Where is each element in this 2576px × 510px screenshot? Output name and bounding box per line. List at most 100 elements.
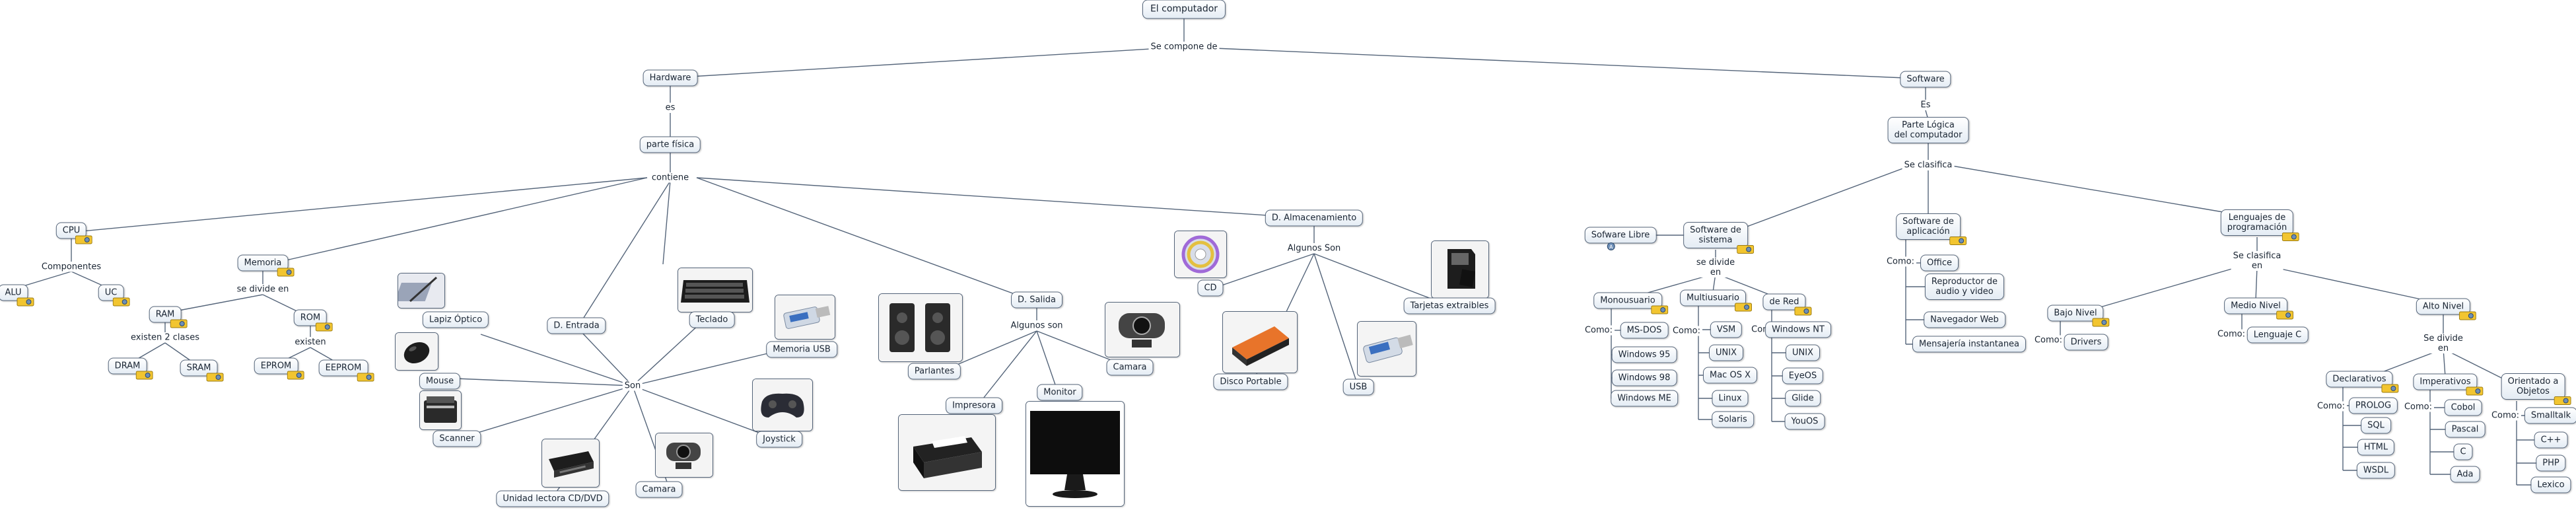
impresora-concept[interactable]: Impresora xyxy=(946,397,1002,414)
medio-nivel-concept[interactable]: Medio Nivel xyxy=(2224,297,2293,320)
reproductor-concept[interactable]: Reproductor de audio y video xyxy=(1924,273,2005,300)
usb-concept[interactable]: USB xyxy=(1342,379,1374,396)
cpp-concept[interactable]: C++ xyxy=(2534,431,2568,449)
connector-line xyxy=(1715,273,1777,298)
lenguajes-concept[interactable]: Lenguajes de programación xyxy=(2220,209,2300,241)
connector-line xyxy=(1947,164,2239,215)
ada-concept[interactable]: Ada xyxy=(2450,466,2480,483)
linux-concept[interactable]: Linux xyxy=(1712,390,1749,407)
vsm-concept[interactable]: VSM xyxy=(1710,321,1743,338)
mouse-concept[interactable]: Mouse xyxy=(419,373,461,390)
eprom-concept[interactable]: EPROM xyxy=(254,357,304,380)
svg-text:A: A xyxy=(1609,244,1613,250)
memoria-usb-concept[interactable]: Memoria USB xyxy=(766,341,837,358)
alto-nivel-concept[interactable]: Alto Nivel xyxy=(2416,298,2477,320)
parte-fisica-concept[interactable]: parte física xyxy=(639,136,701,153)
sram-concept[interactable]: SRAM xyxy=(180,359,224,382)
eeprom-concept[interactable]: EEPROM xyxy=(318,359,374,382)
d-salida-concept[interactable]: D. Salida xyxy=(1011,291,1062,309)
office-concept[interactable]: Office xyxy=(1920,254,1959,272)
camara-input-concept[interactable]: Camara xyxy=(635,481,683,498)
pascal-concept[interactable]: Pascal xyxy=(2445,421,2486,438)
mensajeria-concept[interactable]: Mensajería instantanea xyxy=(1912,336,2027,353)
smalltalk-concept[interactable]: Smalltalk xyxy=(2524,407,2576,424)
connector-line xyxy=(2255,266,2258,301)
link-phrase-componentes: Componentes xyxy=(39,262,104,272)
prolog-concept[interactable]: PROLOG xyxy=(2348,397,2398,414)
orientado-objetos-concept[interactable]: Orientado a Objetos xyxy=(2501,373,2571,405)
solaris-concept[interactable]: Solaris xyxy=(1712,411,1754,428)
link-phrase-se-compone-de: Se compone de xyxy=(1148,42,1220,52)
rom-concept[interactable]: ROM xyxy=(293,309,333,332)
teclado-concept[interactable]: Teclado xyxy=(689,311,735,328)
de-red-concept[interactable]: de Red xyxy=(1762,293,1812,316)
root-concept[interactable]: El computador xyxy=(1142,0,1226,19)
cpu-concept[interactable]: CPU xyxy=(55,222,93,244)
wsdl-concept[interactable]: WSDL xyxy=(2356,462,2396,479)
software-concept[interactable]: Software xyxy=(1900,71,1951,88)
printer-image xyxy=(898,414,996,491)
lexico-concept[interactable]: Lexico xyxy=(2530,476,2571,493)
scanner-concept[interactable]: Scanner xyxy=(433,430,481,447)
multiusuario-concept[interactable]: Multiusuario xyxy=(1680,289,1752,312)
windows-me-concept[interactable]: Windows ME xyxy=(1611,390,1678,407)
parte-logica-concept[interactable]: Parte Lógica del computador xyxy=(1887,117,1969,143)
html-concept[interactable]: HTML xyxy=(2357,439,2395,456)
alu-concept[interactable]: ALU xyxy=(0,284,34,307)
cd-drive-image xyxy=(541,439,600,488)
camara-output-concept[interactable]: Camara xyxy=(1106,359,1154,376)
uc-concept[interactable]: UC xyxy=(98,284,130,307)
joystick-concept[interactable]: Joystick xyxy=(756,431,802,448)
cd-concept[interactable]: CD xyxy=(1197,279,1224,297)
connector-line xyxy=(277,177,648,263)
windows-98-concept[interactable]: Windows 98 xyxy=(1611,369,1677,386)
usb-memory-image xyxy=(775,295,835,340)
parlantes-concept[interactable]: Parlantes xyxy=(907,363,961,380)
link-phrase-como-1: Como: xyxy=(1582,325,1615,336)
ram-concept[interactable]: RAM xyxy=(149,306,188,328)
memoria-concept[interactable]: Memoria xyxy=(237,254,295,277)
d-entrada-concept[interactable]: D. Entrada xyxy=(547,317,606,334)
dram-concept[interactable]: DRAM xyxy=(108,357,153,380)
attachment-icon xyxy=(170,319,188,328)
unix-concept[interactable]: UNIX xyxy=(1709,344,1743,361)
connector-line xyxy=(2443,348,2446,377)
windows-nt-concept[interactable]: Windows NT xyxy=(1765,321,1831,338)
connector-line xyxy=(980,330,1037,402)
lapiz-optico-concept[interactable]: Lapiz Óptico xyxy=(422,311,489,328)
php-concept[interactable]: PHP xyxy=(2536,455,2566,472)
windows-95-concept[interactable]: Windows 95 xyxy=(1611,346,1677,363)
software-sistema-concept[interactable]: Software de sistema xyxy=(1683,222,1754,254)
glide-concept[interactable]: Glide xyxy=(1785,390,1821,407)
bajo-nivel-concept[interactable]: Bajo Nivel xyxy=(2047,305,2110,327)
monousuario-concept[interactable]: Monousuario xyxy=(1593,292,1668,314)
connector-line xyxy=(689,46,1185,77)
eyeos-concept[interactable]: EyeOS xyxy=(1782,367,1824,384)
c-concept[interactable]: C xyxy=(2453,443,2473,460)
attachment-icon xyxy=(17,297,34,307)
software-aplicacion-concept[interactable]: Software de aplicación xyxy=(1896,213,1967,245)
tarjetas-concept[interactable]: Tarjetas extraibles xyxy=(1403,297,1496,314)
youos-concept[interactable]: YouOS xyxy=(1784,413,1825,430)
ms-dos-concept[interactable]: MS-DOS xyxy=(1620,322,1669,339)
declarativos-concept[interactable]: Declarativos xyxy=(2326,371,2399,393)
hardware-concept[interactable]: Hardware xyxy=(643,69,698,87)
unix-red-concept[interactable]: UNIX xyxy=(1786,344,1820,361)
lenguaje-c-concept[interactable]: Lenguaje C xyxy=(2246,326,2309,344)
mac-os-x-concept[interactable]: Mac OS X xyxy=(1703,367,1757,384)
cobol-concept[interactable]: Cobol xyxy=(2444,399,2482,416)
imperativos-concept[interactable]: Imperativos xyxy=(2413,373,2484,396)
connector-line xyxy=(696,177,1288,217)
attachment-icon xyxy=(1650,305,1668,314)
disco-portable-concept[interactable]: Disco Portable xyxy=(1213,373,1288,390)
keyboard-image xyxy=(678,268,753,312)
link-phrase-se-divide-en: se divide en xyxy=(234,284,291,295)
sql-concept[interactable]: SQL xyxy=(2361,417,2391,434)
unidad-lectora-concept[interactable]: Unidad lectora CD/DVD xyxy=(496,490,609,507)
monitor-concept[interactable]: Monitor xyxy=(1037,384,1083,401)
drivers-concept[interactable]: Drivers xyxy=(2064,334,2108,351)
d-almacenamiento-concept[interactable]: D. Almacenamiento xyxy=(1265,209,1364,227)
navegador-web-concept[interactable]: Navegador Web xyxy=(1924,311,2005,328)
